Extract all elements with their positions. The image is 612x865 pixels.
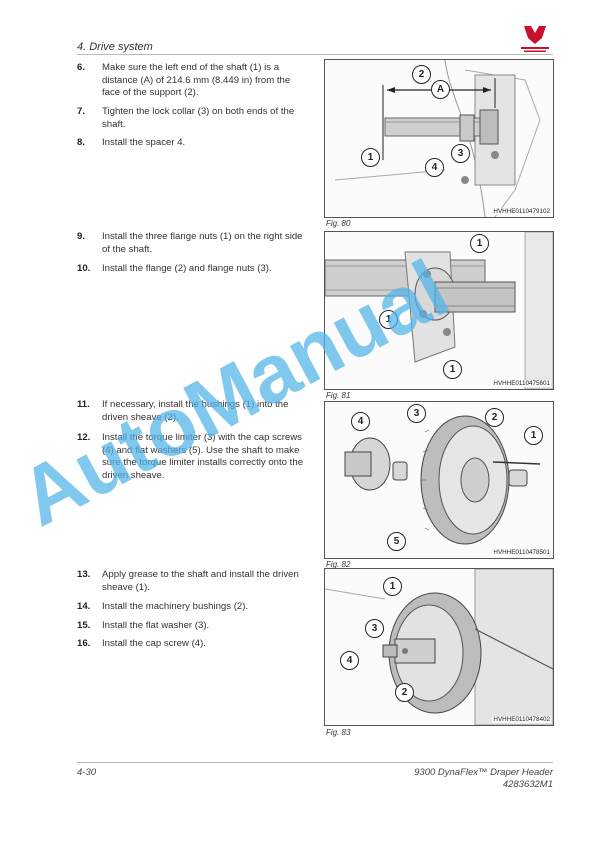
section-title: 4. Drive system [77, 41, 153, 53]
fig81-callout-1a: 1 [470, 234, 489, 253]
fig80-callout-a: A [431, 80, 450, 99]
fig80-image-code: HVHHE0110479102 [492, 208, 551, 215]
step-10: 10.Install the flange (2) and flange nut… [77, 263, 272, 274]
brand-logo-icon [518, 24, 552, 54]
fig80-callout-2: 2 [412, 65, 431, 84]
step-12: 12.Install the torque limiter (3) with t… [77, 432, 304, 481]
fig81-callout-1b: 1 [379, 310, 398, 329]
figure-83-image: 1 3 4 2 HVHHE0110478402 [324, 568, 554, 726]
fig83-caption: Fig. 83 [326, 728, 351, 737]
step-8: 8.Install the spacer 4. [77, 137, 186, 148]
fig82-callout-5: 5 [387, 532, 406, 551]
figure-82-image: 4 3 2 1 5 HVHHE0110478501 [324, 401, 554, 559]
fig83-callout-2: 2 [395, 683, 414, 702]
step-15: 15.Install the flat washer (3). [77, 620, 210, 631]
fig83-callout-4: 4 [340, 651, 359, 670]
step-6: 6.Make sure the left end of the shaft (1… [77, 62, 291, 99]
fig81-caption: Fig. 81 [326, 391, 351, 400]
figure-80-image: 2 A 1 4 3 HVHHE0110479102 [324, 59, 554, 218]
figure-81-image: 1 1 1 HVHHE0110475601 [324, 231, 554, 390]
product-name: 9300 DynaFlex™ Draper Header [414, 767, 553, 778]
fig81-callout-1c: 1 [443, 360, 462, 379]
fig82-image-code: HVHHE0110478501 [492, 549, 551, 556]
step-11: 11.If necessary, install the bushings (1… [77, 399, 289, 423]
fig82-callout-3: 3 [407, 404, 426, 423]
fig80-caption: Fig. 80 [326, 219, 351, 228]
step-13: 13.Apply grease to the shaft and install… [77, 569, 299, 593]
fig83-image-code: HVHHE0110478402 [492, 716, 551, 723]
step-14: 14.Install the machinery bushings (2). [77, 601, 249, 612]
fig82-callout-2: 2 [485, 408, 504, 427]
fig81-image-code: HVHHE0110475601 [492, 380, 551, 387]
step-7: 7.Tighten the lock collar (3) on both en… [77, 106, 295, 130]
footer-divider [77, 762, 553, 763]
page-number: 4-30 [77, 767, 97, 778]
footer-doc-info: 9300 DynaFlex™ Draper Header 4283632M1 [414, 767, 553, 791]
fig80-callout-4: 4 [425, 158, 444, 177]
fig83-callout-1: 1 [383, 577, 402, 596]
fig83-callout-3: 3 [365, 619, 384, 638]
step-16: 16.Install the cap screw (4). [77, 638, 206, 649]
fig82-callout-4: 4 [351, 412, 370, 431]
fig80-callout-3: 3 [451, 144, 470, 163]
step-9: 9.Install the three flange nuts (1) on t… [77, 231, 303, 255]
fig80-callout-1: 1 [361, 148, 380, 167]
fig82-callout-1: 1 [524, 426, 543, 445]
fig82-caption: Fig. 82 [326, 560, 351, 569]
header-divider [77, 54, 553, 55]
doc-number: 4283632M1 [502, 779, 553, 790]
